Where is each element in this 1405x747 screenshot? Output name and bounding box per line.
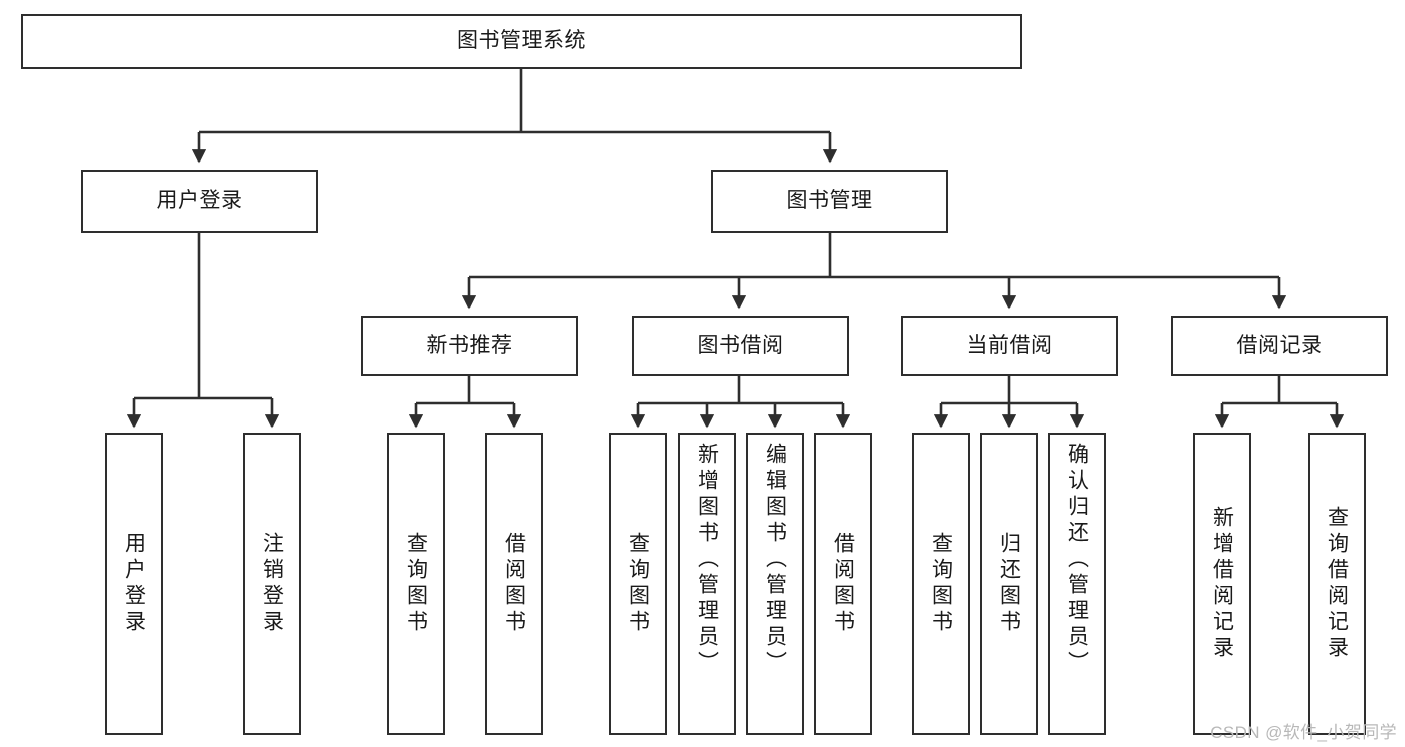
node-label: 注销登录: [260, 532, 284, 636]
node-label: 当前借阅: [966, 333, 1053, 357]
leaf-user-login[interactable]: 用户登录: [105, 433, 163, 735]
leaf-logout[interactable]: 注销登录: [243, 433, 301, 735]
leaf-query-borrow-record[interactable]: 查询借阅记录: [1308, 433, 1366, 735]
node-label: 用户登录: [122, 532, 146, 636]
node-new-book-recommend[interactable]: 新书推荐: [361, 316, 578, 376]
leaf-query-book-current[interactable]: 查询图书: [912, 433, 970, 735]
node-book-management[interactable]: 图书管理: [711, 170, 948, 233]
node-label: 查询图书: [929, 532, 953, 636]
node-current-borrow[interactable]: 当前借阅: [901, 316, 1118, 376]
node-label: 编辑图书（管理员）: [763, 443, 787, 677]
node-label: 查询图书: [626, 532, 650, 636]
node-label: 借阅图书: [831, 532, 855, 636]
csdn-watermark: CSDN @软件_小贺同学: [1210, 723, 1397, 742]
node-label: 用户登录: [156, 189, 243, 213]
node-label: 图书管理: [786, 189, 873, 213]
node-borrow-record[interactable]: 借阅记录: [1171, 316, 1388, 376]
node-label: 借阅图书: [502, 532, 526, 636]
node-user-login[interactable]: 用户登录: [81, 170, 318, 233]
leaf-add-book-admin[interactable]: 新增图书（管理员）: [678, 433, 736, 735]
node-label: 新增图书（管理员）: [695, 443, 719, 677]
node-book-borrow[interactable]: 图书借阅: [632, 316, 849, 376]
node-label: 新书推荐: [426, 333, 513, 357]
leaf-edit-book-admin[interactable]: 编辑图书（管理员）: [746, 433, 804, 735]
leaf-confirm-return-admin[interactable]: 确认归还（管理员）: [1048, 433, 1106, 735]
node-label: 借阅记录: [1236, 333, 1323, 357]
leaf-borrow-book-recommend[interactable]: 借阅图书: [485, 433, 543, 735]
leaf-borrow-book[interactable]: 借阅图书: [814, 433, 872, 735]
leaf-query-book-recommend[interactable]: 查询图书: [387, 433, 445, 735]
leaf-add-borrow-record[interactable]: 新增借阅记录: [1193, 433, 1251, 735]
node-label: 确认归还（管理员）: [1065, 443, 1089, 677]
node-root-book-management-system[interactable]: 图书管理系统: [21, 14, 1022, 69]
node-label: 查询借阅记录: [1325, 506, 1349, 662]
leaf-return-book[interactable]: 归还图书: [980, 433, 1038, 735]
node-label: 图书管理系统: [457, 29, 586, 53]
node-label: 归还图书: [997, 532, 1021, 636]
leaf-query-book-borrow[interactable]: 查询图书: [609, 433, 667, 735]
node-label: 新增借阅记录: [1210, 506, 1234, 662]
node-label: 图书借阅: [697, 333, 784, 357]
node-label: 查询图书: [404, 532, 428, 636]
